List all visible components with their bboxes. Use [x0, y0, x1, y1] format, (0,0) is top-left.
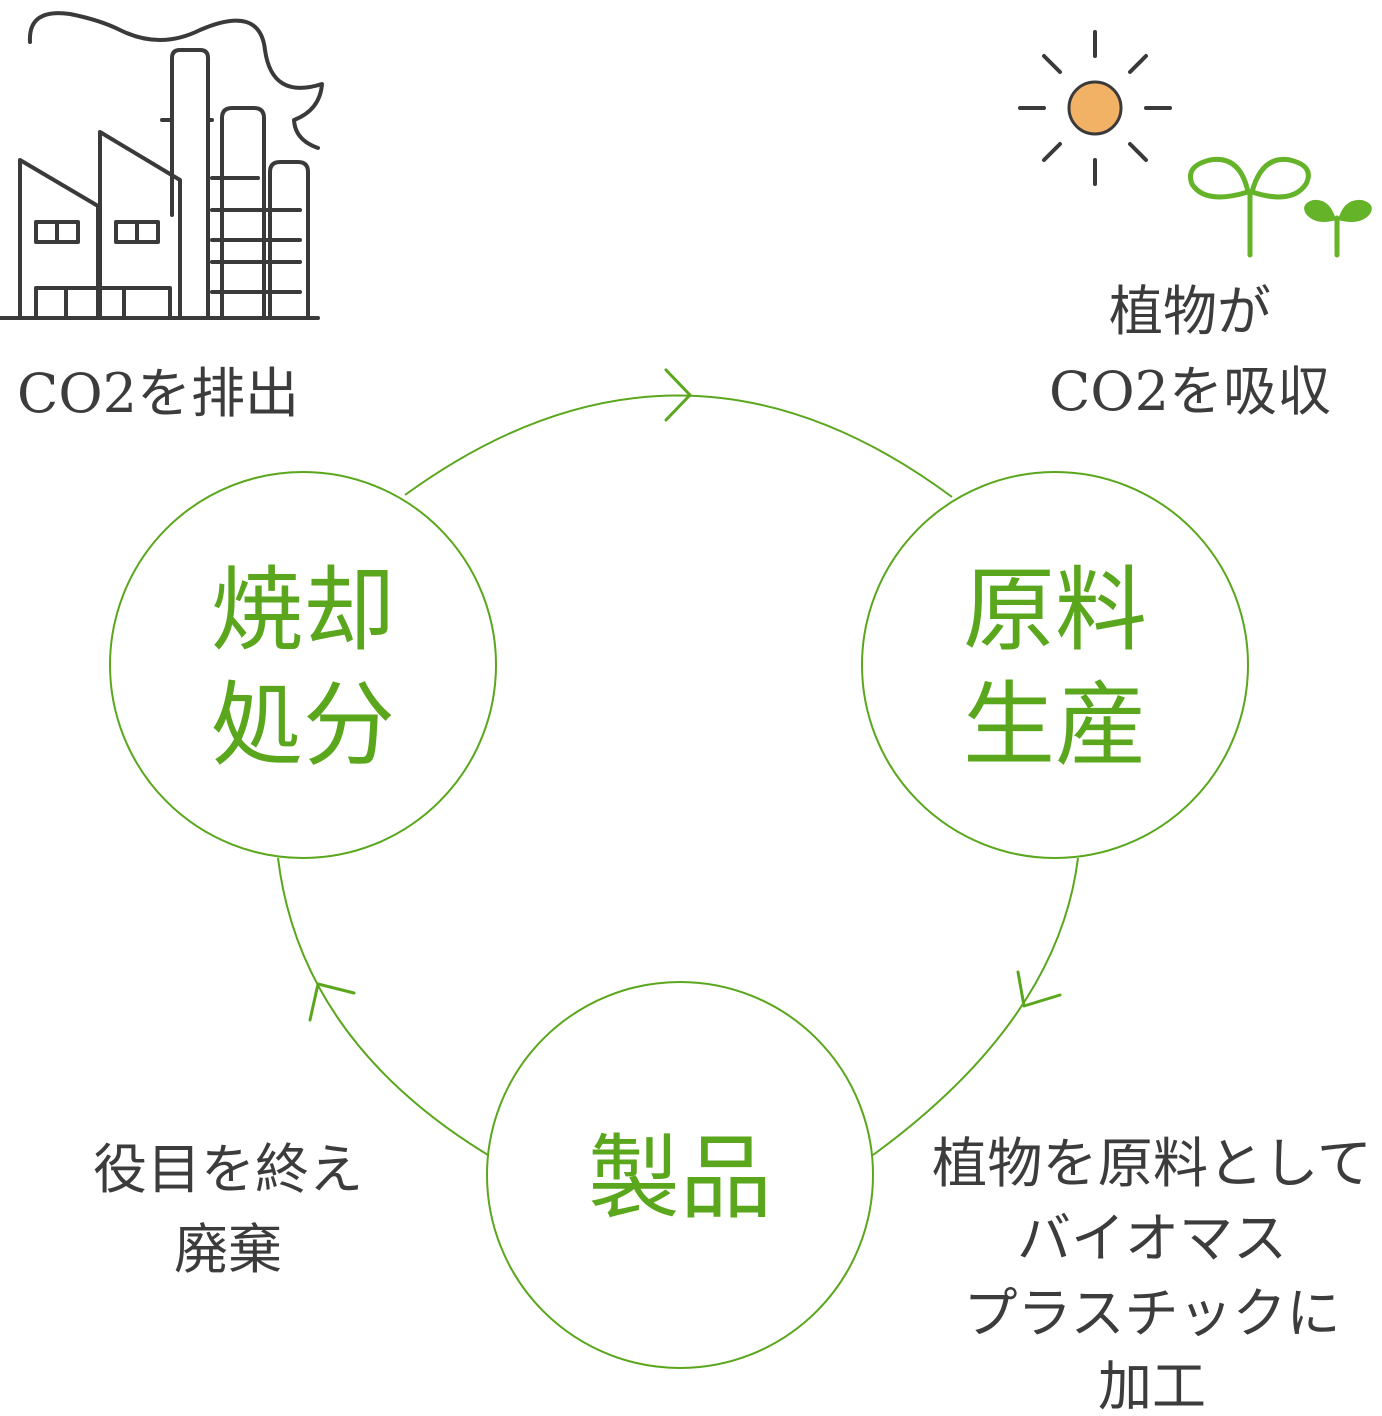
arc-product-to-incineration [277, 857, 489, 1156]
cycle-arcs [277, 394, 1079, 1156]
emission-note: CO2を排出 [17, 362, 299, 425]
factory-icon [0, 11, 324, 320]
node-product-circle [486, 981, 874, 1369]
arc-raw-to-product [872, 857, 1079, 1156]
sprout-icon [1188, 156, 1372, 258]
disposal-note-line1: 役目を終え [93, 1138, 363, 1201]
chevron-arrow-icon [308, 982, 356, 1022]
node-incineration-label-1: 焼却 [211, 557, 395, 664]
node-raw-material-label-2: 生産 [963, 672, 1147, 779]
processing-note-line4: 加工 [1098, 1355, 1206, 1416]
absorption-note-line2: CO2を吸収 [1049, 360, 1331, 423]
absorption-note-line1: 植物が [1109, 280, 1271, 343]
node-product-label: 製品 [588, 1125, 772, 1232]
processing-note-line3: プラスチックに [964, 1282, 1341, 1345]
arc-incineration-to-raw [404, 394, 953, 498]
node-raw-material-label-1: 原料 [963, 557, 1147, 664]
processing-note-line2: バイオマス [1017, 1207, 1287, 1270]
node-incineration-circle [109, 471, 497, 859]
chevron-arrow-icon [1016, 970, 1062, 1008]
node-raw-material-circle [861, 471, 1249, 859]
processing-note-line1: 植物を原料として [932, 1132, 1372, 1195]
sun-icon [1018, 30, 1172, 186]
chevron-arrow-icon [664, 368, 692, 422]
disposal-note-line2: 廃棄 [174, 1218, 282, 1281]
node-incineration-label-2: 処分 [211, 672, 395, 779]
